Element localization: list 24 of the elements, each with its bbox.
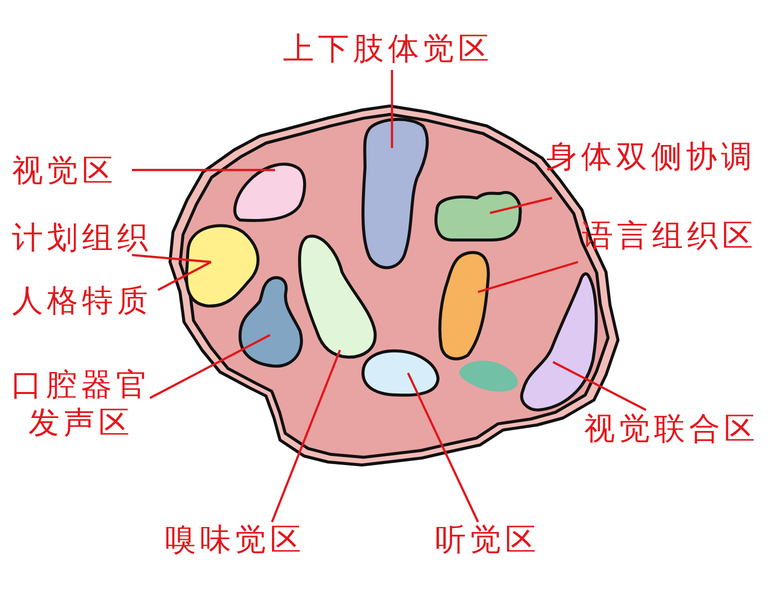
region-label: 口腔器官发声区 [10,366,152,442]
leader-line [552,361,646,411]
leader-line [390,70,394,148]
region-label: 听觉区 [435,521,555,559]
leader-line [150,334,270,399]
leader-line [490,196,552,214]
brain-region [518,270,600,412]
brain-region [183,222,262,308]
region-label: 上下肢体觉区 [283,30,523,68]
brain-region [238,276,305,368]
region-label: 嗅味觉区 [165,521,325,559]
leader-line [132,254,212,264]
region-label: 身体双侧协调 [546,138,776,176]
leader-line [407,372,479,522]
leader-line [478,260,578,294]
brain-region [297,232,378,360]
region-label: 视觉区 [12,152,132,190]
brain-region [438,250,492,362]
region-label: 视觉联合区 [584,410,777,448]
leader-line [157,261,212,291]
region-label: 计划组织 [12,219,172,257]
leader-line [270,350,342,522]
region-label: 人格特质 [12,282,172,320]
leader-line [132,168,275,172]
